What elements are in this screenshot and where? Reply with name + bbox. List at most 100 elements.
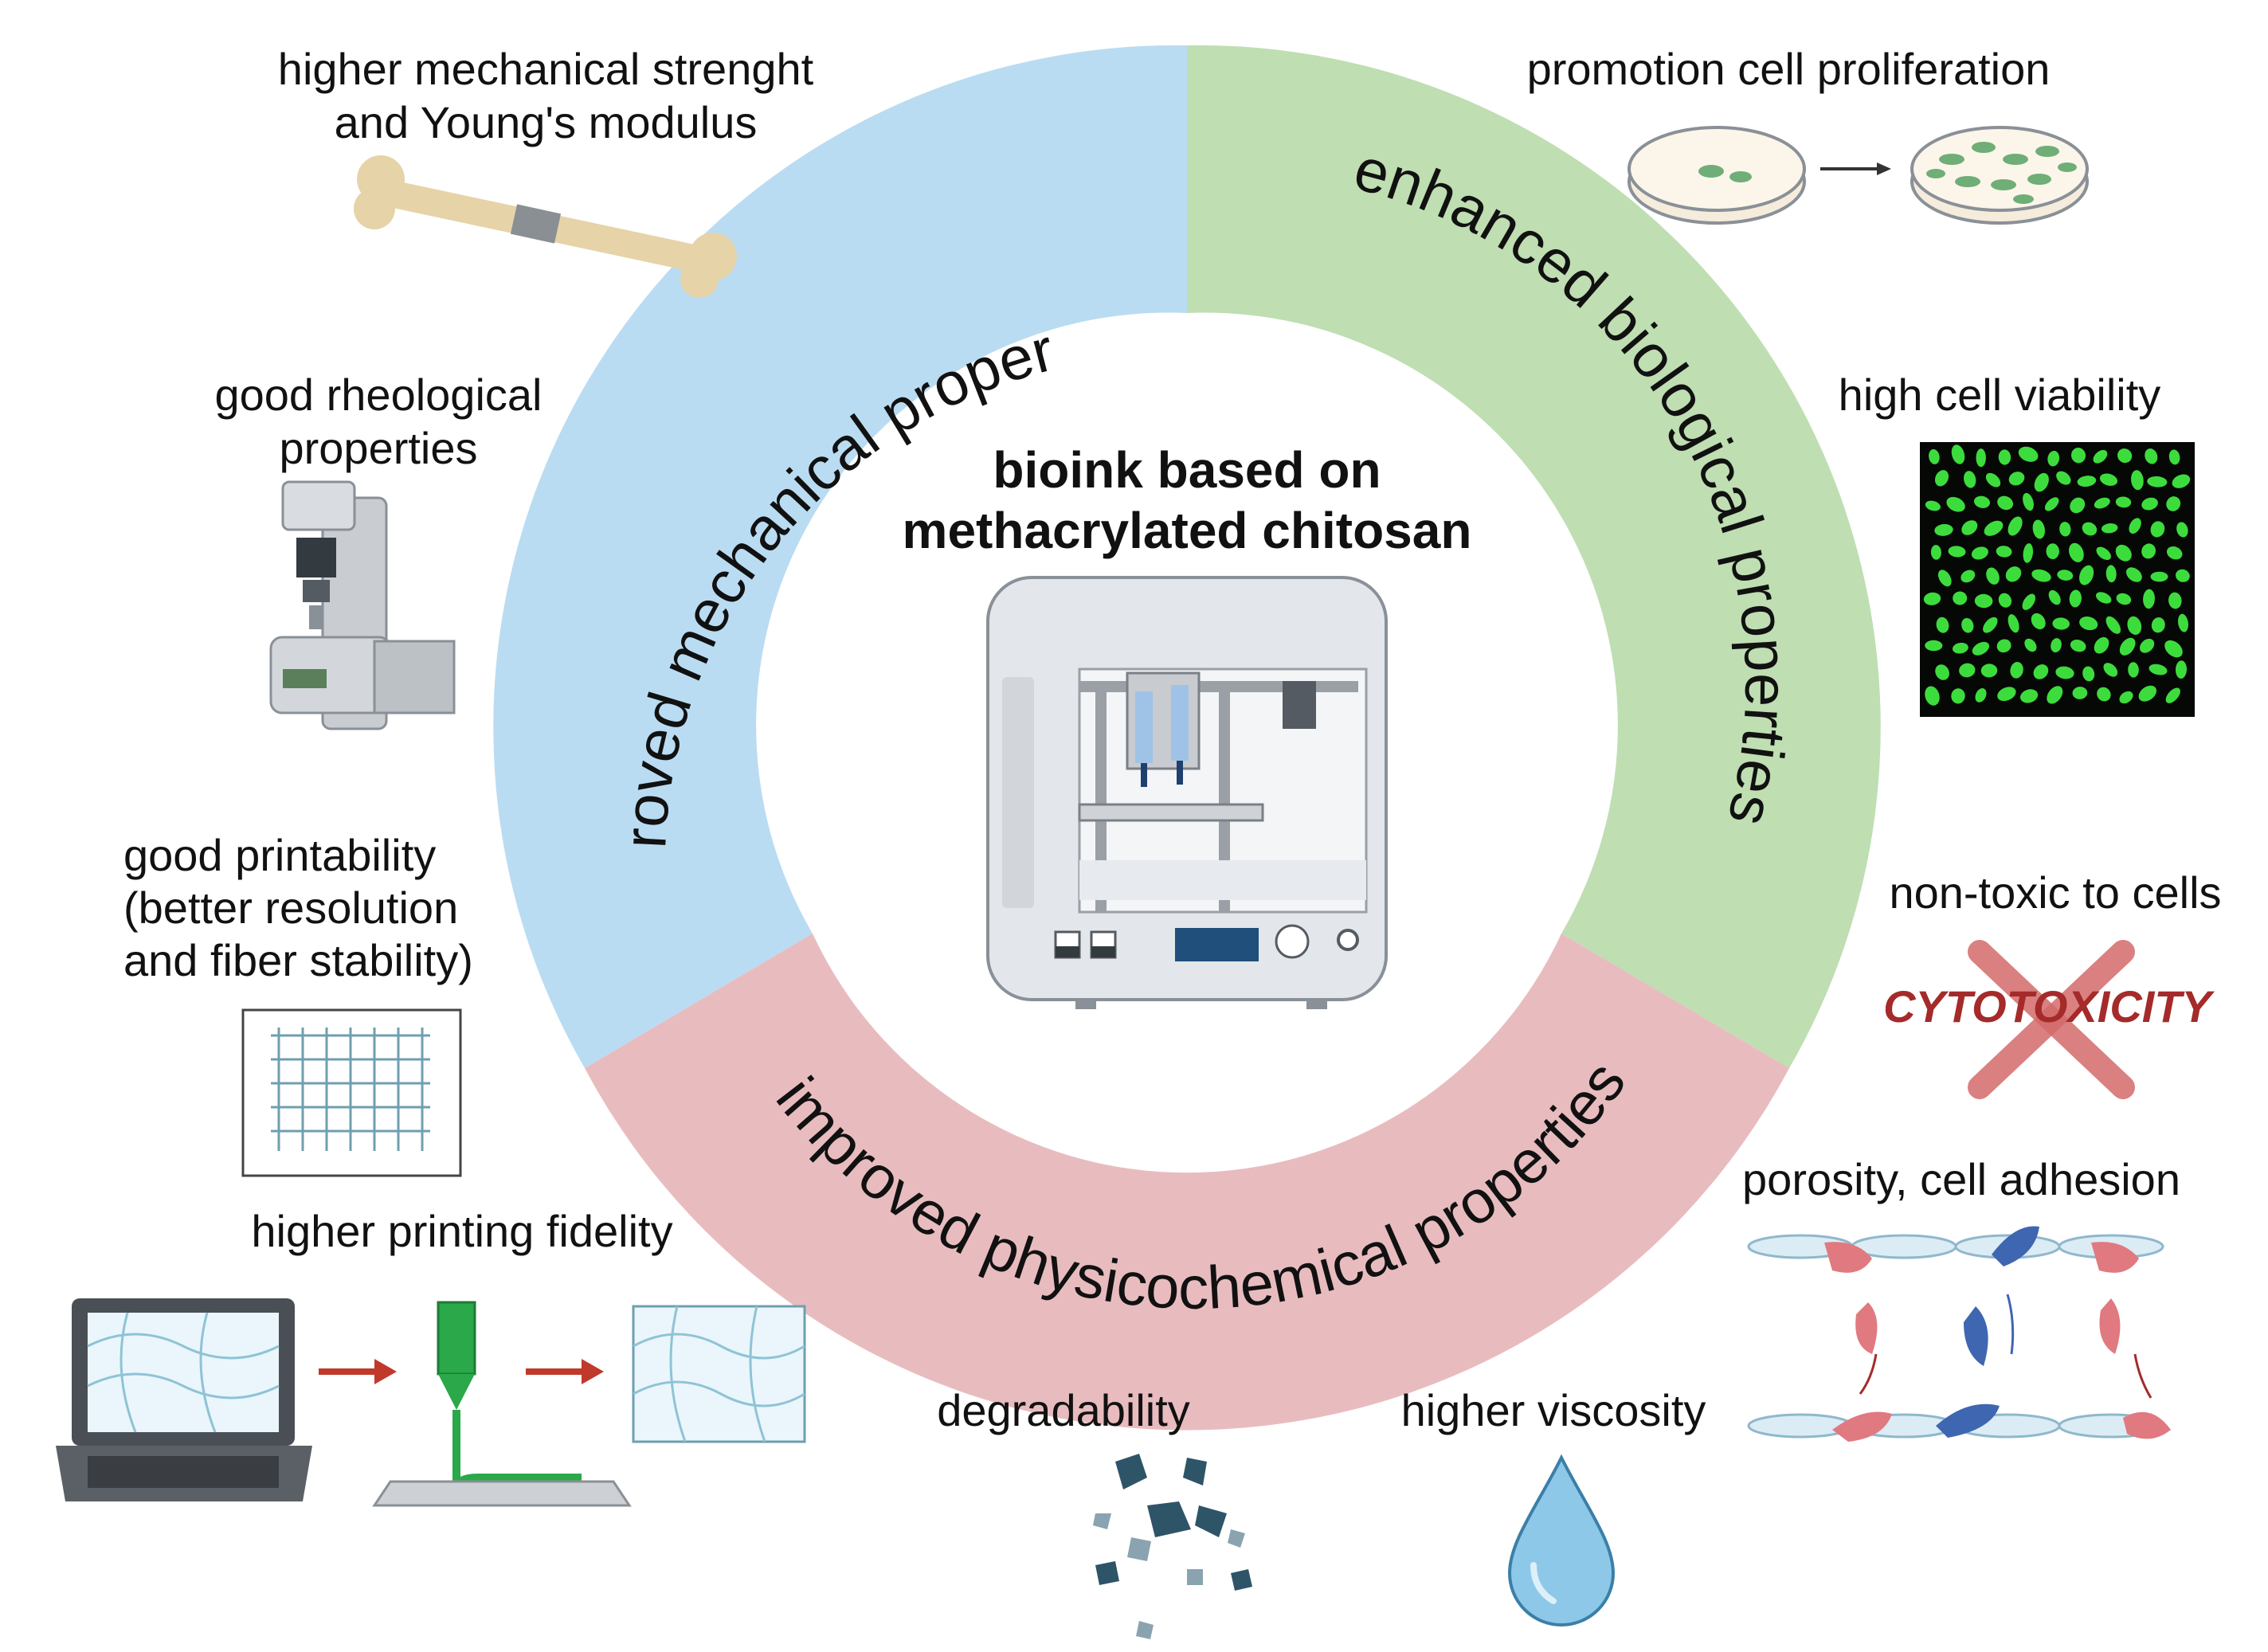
rheometer-icon: [269, 480, 456, 730]
fluorescent-cell: [2018, 446, 2039, 462]
fluorescent-cell: [2010, 661, 2023, 679]
fluorescent-cell: [2115, 496, 2132, 508]
fluorescent-cell: [1923, 592, 1941, 605]
fluorescent-cell: [2101, 523, 2118, 534]
fluorescent-cell: [2164, 640, 2183, 658]
fluorescent-cell: [2119, 691, 2133, 704]
center-title-line1: bioink based on: [993, 441, 1381, 499]
fluorescent-cell: [2097, 687, 2111, 702]
fluorescent-cell: [1998, 449, 2011, 465]
fluorescent-cell: [2165, 687, 2180, 703]
fluorescent-cell: [2115, 544, 2132, 562]
fluorescent-cell: [2008, 614, 2019, 633]
fluorescent-cell: [2078, 565, 2094, 585]
fluorescent-cell: [2105, 616, 2121, 634]
fluorescent-cell: [2031, 569, 2051, 582]
fluorescent-cell: [1980, 664, 1998, 678]
fluorescent-cell: [1984, 520, 2004, 536]
fluorescent-cell: [2022, 593, 2036, 610]
fluorescent-cell: [2048, 589, 2061, 605]
fluorescent-cell: [1925, 500, 1941, 511]
nozzle-icon: [372, 1301, 632, 1507]
fluorescent-cell: [1975, 688, 1987, 703]
fluorescent-cell: [2147, 476, 2168, 487]
bone-icon: [354, 155, 737, 298]
fluorescent-cell: [2008, 472, 2025, 486]
fluorescent-cell: [2141, 497, 2158, 511]
fluorescent-cell: [2069, 589, 2082, 608]
fluorescent-cell: [2168, 592, 2182, 609]
fluorescent-cell: [2046, 543, 2059, 559]
fluorescent-cell: [2032, 519, 2045, 539]
proliferation-label: promotion cell proliferation: [1527, 44, 2051, 94]
fluorescent-cell: [2126, 567, 2142, 582]
fluorescent-cell: [2052, 617, 2070, 630]
printability-label-line3: and fiber stability): [123, 935, 473, 985]
fluorescent-cell: [2138, 685, 2156, 702]
nontoxic-label: non-toxic to cells: [1889, 867, 2221, 918]
fluorescent-cell: [2055, 666, 2074, 679]
fluorescent-cell: [2070, 640, 2086, 652]
fluorescent-cell: [2166, 496, 2181, 511]
fluorescent-cell: [1971, 546, 1988, 560]
fluorescent-cell: [2119, 637, 2136, 656]
fluorescent-cell: [1996, 639, 2011, 653]
printed-scaffold-icon: [632, 1305, 806, 1443]
fluorescent-cell: [1964, 471, 1976, 488]
fluorescent-cell: [1953, 591, 1968, 605]
fluorescent-cell: [2149, 664, 2168, 675]
fluorescent-cell: [2093, 449, 2108, 464]
mech-strength-label-line2: and Young's modulus: [335, 97, 758, 147]
fluorescent-cell: [1934, 470, 1949, 487]
fluorescent-cell: [2094, 497, 2110, 509]
fluorescent-cell: [2094, 636, 2109, 654]
fluorescent-cell: [2172, 474, 2191, 488]
fluorescent-cell: [1997, 687, 2016, 702]
fluorescent-cell: [2034, 472, 2049, 492]
printing-workflow-icon: [56, 1298, 806, 1507]
rheology-label-line2: properties: [279, 423, 477, 473]
fluorescent-cell: [1985, 472, 2001, 487]
laptop-icon: [56, 1298, 312, 1501]
printability-label-line1: good printability: [123, 830, 436, 880]
viscosity-label: higher viscosity: [1401, 1385, 1706, 1435]
petri-dish-icon: [1628, 126, 2089, 225]
fluorescent-cell: [1936, 617, 1949, 633]
cytotoxicity-stamp: CYTOTOXICITY: [1883, 981, 2215, 1032]
fluorescent-cell: [1935, 664, 1949, 680]
fluorescent-cell: [2129, 518, 2141, 534]
fluorescent-cell: [2116, 593, 2132, 605]
fluorescent-cell: [2139, 638, 2155, 653]
fluorescent-cell: [1930, 545, 1941, 560]
cell-migration-icon: [1747, 1226, 2171, 1442]
segment-biological: [1187, 45, 1881, 1069]
fluorescent-cell: [2096, 546, 2111, 560]
fluorescent-cell: [1996, 546, 2012, 558]
droplet-icon: [1507, 1454, 1616, 1627]
fluorescent-cell: [2059, 522, 2071, 537]
fluorescent-cells-icon: [1920, 442, 2195, 717]
arrow-icon: [526, 1359, 604, 1384]
fluorescent-cell: [2070, 448, 2086, 464]
fluorescent-cell: [2044, 497, 2059, 511]
fluorescent-cell: [2145, 448, 2158, 464]
fluorescent-cell: [1951, 688, 1965, 704]
fluorescent-cell: [2105, 565, 2117, 583]
fluorescent-cell: [2008, 516, 2023, 536]
fluorescent-cell: [2047, 450, 2060, 467]
rheology-label-line1: good rheological: [215, 370, 543, 420]
fluorescent-cell: [1925, 640, 1943, 652]
fluorescent-cell: [1961, 617, 1974, 633]
fluorescent-cell: [1961, 520, 1978, 535]
degradability-label: degradability: [937, 1385, 1190, 1435]
fidelity-label: higher printing fidelity: [251, 1206, 672, 1256]
fluorescent-cell: [1946, 496, 1965, 512]
fluorescent-cell: [2175, 660, 2188, 679]
fluorescent-cell: [2168, 449, 2180, 465]
fluorescent-cell: [1937, 570, 1952, 587]
fluorescent-cell: [2031, 613, 2046, 630]
mech-strength-label-line1: higher mechanical strenght: [278, 44, 814, 94]
fluorescent-cell: [2178, 613, 2188, 632]
fluorescent-cell: [2151, 617, 2165, 633]
